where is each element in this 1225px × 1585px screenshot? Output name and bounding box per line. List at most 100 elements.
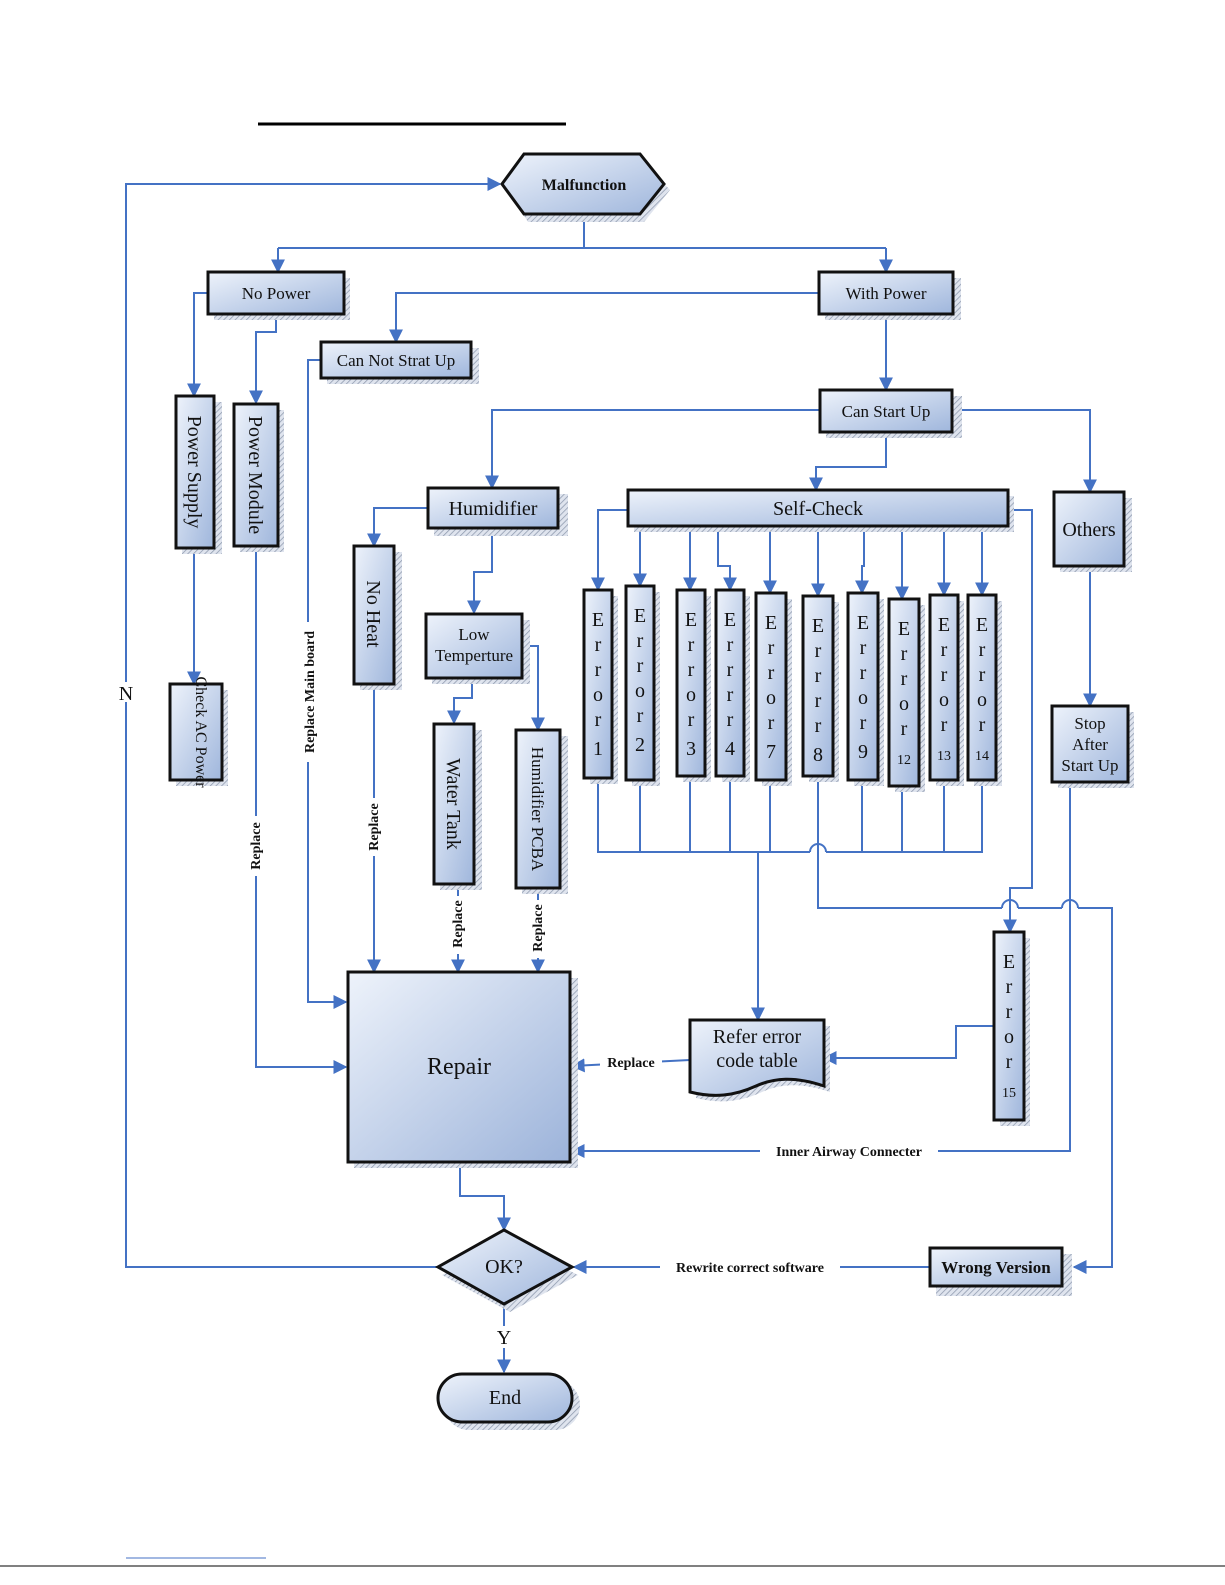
node-error-12-letter: r: [901, 643, 908, 665]
node-error-3-letter: r: [688, 634, 695, 656]
node-error-4-letter: r: [727, 709, 734, 731]
node-error-15-box-letter: r: [1006, 1001, 1013, 1023]
error-boxes: Error1Error2Error3Errrr4Error7Errrr8Erro…: [582, 584, 1002, 792]
edge-label-n: N: [119, 683, 133, 705]
node-error-8-letter: E: [812, 615, 824, 637]
edge-label-replace-water-tank: Replace: [451, 900, 466, 947]
node-error-13-letter: E: [938, 614, 950, 636]
node-error-14-letter: r: [979, 639, 986, 661]
node-no-power: No Power: [206, 270, 350, 320]
node-error-4-number: 4: [725, 738, 735, 760]
node-power-module: Power Module: [232, 402, 284, 552]
node-ok-decision: OK?: [434, 1228, 578, 1312]
node-error-13-letter: r: [941, 664, 948, 686]
humidifier-pcba-label: Humidifier PCBA: [528, 747, 547, 872]
ok-label: OK?: [485, 1256, 523, 1278]
low-temperature-line-2: Temperture: [435, 646, 513, 665]
node-error-7-letter: r: [768, 637, 775, 659]
node-error-9-letter: E: [857, 612, 869, 634]
low-temperature-line-1: Low: [458, 625, 490, 644]
node-can-start-up: Can Start Up: [818, 388, 962, 438]
edge-label-inner-airway-connecter: Inner Airway Connecter: [776, 1145, 922, 1160]
node-stop-after-start-up: Stop After Start Up: [1050, 704, 1134, 788]
node-end: End: [436, 1372, 580, 1430]
node-error-13-number: 13: [937, 749, 951, 764]
stop-after-line-1: Stop: [1074, 714, 1105, 733]
stop-after-line-3: Start Up: [1061, 756, 1118, 775]
node-error-13-letter: o: [939, 689, 949, 711]
node-error-14-number: 14: [975, 749, 989, 764]
node-error-3-letter: r: [688, 709, 695, 731]
end-label: End: [489, 1387, 521, 1409]
node-repair: Repair: [346, 970, 578, 1168]
node-error-8-letter: r: [815, 715, 822, 737]
node-error-8-letter: r: [815, 665, 822, 687]
with-power-label: With Power: [846, 284, 927, 303]
node-error-8-letter: r: [815, 640, 822, 662]
node-error-3-letter: r: [688, 659, 695, 681]
node-error-7-letter: r: [768, 662, 775, 684]
node-error-4-letter: r: [727, 634, 734, 656]
node-error-3-number: 3: [686, 738, 696, 760]
stop-after-line-2: After: [1072, 735, 1108, 754]
node-error-13-letter: r: [941, 714, 948, 736]
node-error-1-number: 1: [593, 738, 603, 760]
node-error-9-letter: r: [860, 712, 867, 734]
others-label: Others: [1062, 519, 1116, 541]
node-self-check: Self-Check: [626, 488, 1014, 532]
node-error-8-letter: r: [815, 690, 822, 712]
node-error-3-letter: E: [685, 609, 697, 631]
node-error-12-number: 12: [897, 753, 911, 768]
node-error-2-letter: r: [637, 655, 644, 677]
node-others: Others: [1052, 490, 1132, 572]
humidifier-label: Humidifier: [449, 498, 538, 520]
power-supply-label: Power Supply: [183, 416, 205, 529]
node-error-1-letter: E: [592, 609, 604, 631]
node-error-9-letter: r: [860, 637, 867, 659]
node-error-8-number: 8: [813, 744, 823, 766]
node-error-1-letter: r: [595, 634, 602, 656]
node-error-3-letter: o: [686, 684, 696, 706]
no-power-label: No Power: [242, 284, 311, 303]
edge-label-replace-main-board: Replace Main board: [303, 631, 318, 753]
repair-label: Repair: [427, 1054, 491, 1080]
node-water-tank: Water Tank: [432, 722, 482, 890]
node-error-4-letter: r: [727, 684, 734, 706]
node-error-2-letter: E: [634, 605, 646, 627]
malfunction-label: Malfunction: [542, 177, 627, 194]
node-error-9-number: 9: [858, 741, 868, 763]
edge-label-replace-no-heat: Replace: [367, 803, 382, 850]
node-error-7-letter: r: [768, 712, 775, 734]
node-humidifier-pcba: Humidifier PCBA: [514, 728, 568, 894]
node-error-4-letter: E: [724, 609, 736, 631]
refer-table-line-2: code table: [716, 1050, 798, 1072]
node-error-1-letter: o: [593, 684, 603, 706]
node-with-power: With Power: [817, 270, 961, 320]
node-error-1-letter: r: [595, 709, 602, 731]
edge-label-replace-humidifier-pcba: Replace: [531, 904, 546, 951]
edge-label-rewrite-correct-software: Rewrite correct software: [676, 1261, 824, 1276]
node-error-1-letter: r: [595, 659, 602, 681]
node-error-2-letter: r: [637, 630, 644, 652]
node-error-2-letter: o: [635, 680, 645, 702]
node-error-2-letter: r: [637, 705, 644, 727]
node-error-7-letter: E: [765, 612, 777, 634]
node-wrong-version: Wrong Version: [928, 1246, 1072, 1296]
power-module-label: Power Module: [244, 416, 266, 534]
edge-label-y: Y: [497, 1327, 511, 1349]
node-error-15-box-letter: r: [1006, 1051, 1013, 1073]
no-heat-label: No Heat: [362, 580, 384, 648]
node-error-14-letter: r: [979, 664, 986, 686]
node-error-12-letter: o: [899, 693, 909, 715]
